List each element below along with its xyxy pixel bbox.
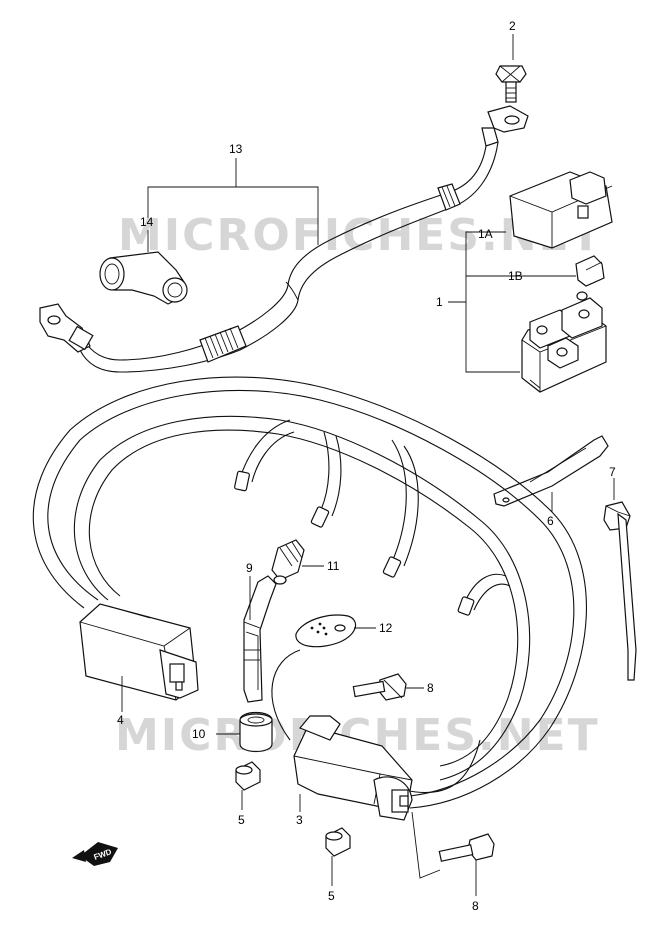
high-tension-leads [32,376,587,809]
callout-9: 9 [246,561,253,575]
boot-part-14 [99,251,188,305]
spacer-part-5-lower [325,827,351,857]
bolt-part-8-upper [352,673,407,701]
callout-10: 10 [192,727,206,741]
connector-part-11 [271,539,305,585]
callout-1b: 1B [508,269,523,283]
callout-5-lower: 5 [328,889,335,903]
spacer-part-5-upper [235,761,261,791]
battery-cable-part-13 [39,105,529,373]
ignition-coil-part-3 [293,715,413,821]
callout-2: 2 [509,19,516,33]
callout-1a: 1A [478,227,493,241]
callout-11: 11 [327,559,340,573]
callout-6: 6 [547,514,554,528]
callout-13: 13 [229,142,243,156]
bolt-part-8-lower [438,833,495,862]
callout-5-upper: 5 [238,813,245,827]
ignition-coil-part-4 [79,603,199,701]
strap-part-6 [493,435,609,507]
relay-body-part-1 [521,291,607,393]
relay-cover-part-1a [509,171,613,249]
callout-7: 7 [609,465,616,479]
tie-band-part-7 [603,501,637,681]
callout-4: 4 [117,713,124,727]
callout-8-lower: 8 [472,899,479,913]
grommet-part-12 [295,614,357,648]
callout-12: 12 [379,621,393,635]
callout-14: 14 [140,215,154,229]
boot-collar-part-10 [239,711,273,753]
callout-3: 3 [296,813,303,827]
callout-8-upper: 8 [427,681,434,695]
bolt-part-2 [495,65,527,103]
plug-cap-part-9 [243,575,277,703]
fuse-part-1b [575,255,605,287]
fwd-arrow-icon: FWD [72,842,118,866]
callout-1: 1 [436,295,443,309]
